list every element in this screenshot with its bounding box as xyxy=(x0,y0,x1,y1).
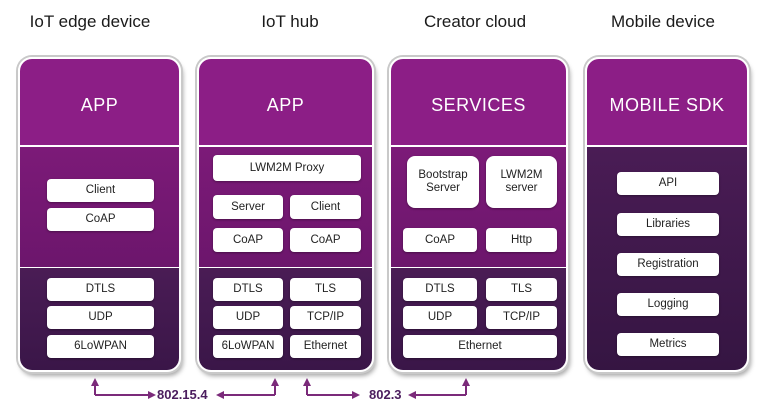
column-title-iot-hub: IoT hub xyxy=(261,12,319,31)
layer-header: APP xyxy=(266,95,305,115)
coap-box-right: CoAP xyxy=(290,228,361,252)
link-802-3 xyxy=(303,378,470,399)
arrowhead xyxy=(408,391,416,399)
server-box: Server xyxy=(213,195,283,219)
client-box: Client xyxy=(290,195,361,219)
layer-header: APP xyxy=(80,95,119,115)
services-layer: SERVICES xyxy=(391,59,566,145)
6lowpan-box: 6LoWPAN xyxy=(213,335,283,358)
api-box: API xyxy=(617,172,719,195)
link-label-802-3: 802.3 xyxy=(369,387,402,402)
metrics-box: Metrics xyxy=(617,333,719,356)
arrowhead xyxy=(216,391,224,399)
iot-hub-stack: APP LWM2M Proxy Server Client CoAP CoAP … xyxy=(197,57,374,372)
coap-box: CoAP xyxy=(403,228,477,252)
transport-layer: DTLS TLS UDP TCP/IP Ethernet xyxy=(391,268,566,370)
logging-box: Logging xyxy=(617,293,719,316)
layer-header: SERVICES xyxy=(431,95,526,115)
transport-layer: DTLS UDP 6LoWPAN xyxy=(20,268,179,370)
column-title-creator-cloud: Creator cloud xyxy=(423,12,527,31)
column-title-mobile-device: Mobile device xyxy=(611,12,715,31)
tls-box: TLS xyxy=(486,278,557,301)
6lowpan-box: 6LoWPAN xyxy=(47,335,154,358)
app-layer: APP xyxy=(20,59,179,145)
udp-box: UDP xyxy=(47,306,154,329)
udp-box: UDP xyxy=(213,306,283,329)
udp-box: UDP xyxy=(403,306,477,329)
bootstrap-server-box: Bootstrap Server xyxy=(407,156,479,208)
http-box: Http xyxy=(486,228,557,252)
app-layer: APP xyxy=(199,59,372,145)
tls-box: TLS xyxy=(290,278,361,301)
tcpip-box: TCP/IP xyxy=(290,306,361,329)
application-protocol-layer: Client CoAP xyxy=(20,147,179,267)
link-802-15-4 xyxy=(91,378,279,396)
transport-layer: DTLS TLS UDP TCP/IP 6LoWPAN Ethernet xyxy=(199,268,372,370)
tcpip-box: TCP/IP xyxy=(486,306,557,329)
arrowhead xyxy=(148,391,156,399)
registration-box: Registration xyxy=(617,253,719,276)
ethernet-box: Ethernet xyxy=(403,335,557,358)
column-title-iot-edge-device: IoT edge device xyxy=(29,12,151,31)
application-protocol-layer: LWM2M Proxy Server Client CoAP CoAP xyxy=(199,147,372,267)
lwm2m-server-box: LWM2M server xyxy=(486,156,557,208)
creator-cloud-stack: SERVICES Bootstrap Server LWM2M server C… xyxy=(389,57,568,372)
dtls-box: DTLS xyxy=(213,278,283,301)
sdk-components-layer: API Libraries Registration Logging Metri… xyxy=(587,147,747,370)
dtls-box: DTLS xyxy=(47,278,154,301)
iot-edge-device-stack: APP Client CoAP DTLS UDP 6LoWPAN xyxy=(18,57,181,372)
ethernet-box: Ethernet xyxy=(290,335,361,358)
link-label-802-15-4: 802.15.4 xyxy=(157,387,208,402)
mobile-sdk-layer: MOBILE SDK xyxy=(587,59,747,145)
dtls-box: DTLS xyxy=(403,278,477,301)
layer-header: MOBILE SDK xyxy=(609,95,725,115)
libraries-box: Libraries xyxy=(617,213,719,236)
coap-box: CoAP xyxy=(47,208,154,231)
application-protocol-layer: Bootstrap Server LWM2M server CoAP Http xyxy=(391,147,566,267)
lwm2m-proxy-box: LWM2M Proxy xyxy=(213,155,361,181)
coap-box-left: CoAP xyxy=(213,228,283,252)
mobile-device-stack: MOBILE SDK API Libraries Registration Lo… xyxy=(585,57,749,372)
client-box: Client xyxy=(47,179,154,202)
